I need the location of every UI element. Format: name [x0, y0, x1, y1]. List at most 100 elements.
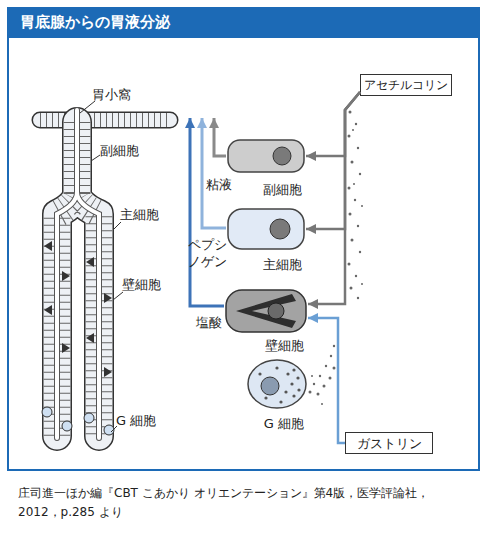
leader-line	[113, 292, 123, 300]
secretion-arrow	[202, 118, 226, 228]
leader-line	[80, 101, 95, 113]
transmitter-dot	[348, 187, 351, 190]
transmitter-dot	[361, 205, 363, 207]
title-band	[8, 8, 479, 38]
granule	[264, 396, 267, 399]
frame	[8, 8, 479, 470]
cell-body	[226, 290, 306, 332]
transmitter-dot	[348, 135, 351, 138]
parietal-cell-mark	[44, 241, 52, 251]
cell-label-group: G 細胞	[264, 415, 304, 432]
transmitter-dot	[357, 225, 359, 227]
parietal-cell-mark	[62, 343, 70, 353]
part-label: 副細胞	[100, 142, 139, 159]
hormone-dot	[321, 403, 323, 405]
granule	[258, 372, 261, 375]
part-label: 胃小窩	[92, 86, 131, 103]
hormone-dot	[333, 367, 336, 370]
cell-label-group: 副細胞	[263, 181, 302, 198]
transmitter-dot	[350, 287, 353, 290]
cell-nucleus	[261, 377, 279, 395]
acetylcholine-dots	[348, 111, 364, 300]
transmitter-dot	[361, 283, 363, 285]
cell-label: 主細胞	[263, 256, 302, 273]
granule	[292, 368, 295, 371]
hormone-dot	[313, 383, 315, 385]
part-label: G 細胞	[116, 412, 156, 429]
surface-epithelium	[40, 113, 170, 127]
transmitter-dot	[351, 239, 354, 242]
granule	[297, 388, 300, 391]
granule	[284, 390, 287, 393]
gastrin-dots	[309, 345, 336, 405]
leader-line	[113, 222, 121, 230]
cell-node: 壁細胞	[224, 288, 308, 354]
secretion-label: 塩酸	[196, 314, 222, 331]
hormone-dot	[309, 391, 312, 394]
gland-lumen	[57, 110, 99, 438]
caption-text: 庄司進一ほか編『CBT こあかり オリエンテーション』第4版，医学評論社， 20…	[18, 484, 470, 522]
granule	[290, 382, 293, 385]
granule	[292, 394, 295, 397]
cell-body	[228, 140, 304, 172]
secretion-arrow	[214, 118, 226, 156]
g-cell-mark	[62, 421, 72, 431]
transmitter-dot	[357, 297, 359, 299]
node-text: アセチルコリン	[364, 79, 448, 91]
cell-node: G 細胞	[246, 358, 308, 432]
parietal-cell-mark	[86, 257, 94, 267]
cell-label-group: 主細胞	[263, 256, 302, 273]
parietal-cell-mark	[86, 333, 94, 343]
leader-line	[91, 155, 100, 161]
gland-lumen	[57, 110, 99, 438]
connector	[308, 318, 345, 443]
transmitter-dot	[355, 123, 357, 125]
hormone-dot	[323, 385, 326, 388]
transmitter-dot	[351, 161, 354, 164]
transmitter-dot	[355, 275, 357, 277]
hormone-dot	[325, 365, 327, 367]
transmitter-dot	[352, 129, 354, 131]
cell-node: 主細胞	[226, 207, 306, 273]
transmitter-dot	[359, 173, 361, 175]
hormone-dot	[333, 345, 335, 347]
parietal-cell-mark	[44, 305, 52, 315]
cell-nucleus	[270, 219, 290, 239]
transmitter-dot	[359, 251, 361, 253]
granule	[286, 372, 289, 375]
cell-body	[228, 209, 304, 249]
parietal-cell-mark	[104, 367, 112, 377]
cell-label: 壁細胞	[265, 337, 304, 354]
gastric-gland	[40, 110, 170, 438]
transmitter-dot	[349, 111, 352, 114]
hormone-dot	[317, 393, 320, 396]
part-label: 主細胞	[120, 206, 159, 223]
connector	[308, 92, 360, 304]
transmitter-dot	[348, 263, 351, 266]
transmitter-dot	[349, 213, 352, 216]
granule	[296, 376, 299, 379]
cell-node: 副細胞	[226, 138, 306, 198]
surface-epithelium	[40, 112, 170, 129]
transmitter-dot	[354, 199, 356, 201]
cell-label-group: 壁細胞	[265, 337, 304, 354]
g-cell-mark	[42, 407, 52, 417]
part-label: 壁細胞	[122, 276, 161, 293]
hormone-dot	[319, 375, 321, 377]
cell-nucleus	[268, 303, 284, 319]
cell-label: G 細胞	[264, 415, 304, 432]
signal-box: ガストリン	[345, 432, 433, 454]
secretion-arrows	[190, 118, 226, 306]
hormone-dot	[311, 375, 313, 377]
secretion-arrow	[190, 118, 224, 306]
cell-borders	[40, 113, 170, 127]
cell-label: 副細胞	[263, 181, 302, 198]
connector	[306, 92, 360, 229]
cell-body	[248, 360, 306, 408]
granule	[279, 400, 282, 403]
hormone-dot	[330, 355, 332, 357]
transmitter-dot	[353, 183, 355, 185]
g-cell-mark	[84, 413, 94, 423]
signal-box: アセチルコリン	[360, 74, 452, 96]
